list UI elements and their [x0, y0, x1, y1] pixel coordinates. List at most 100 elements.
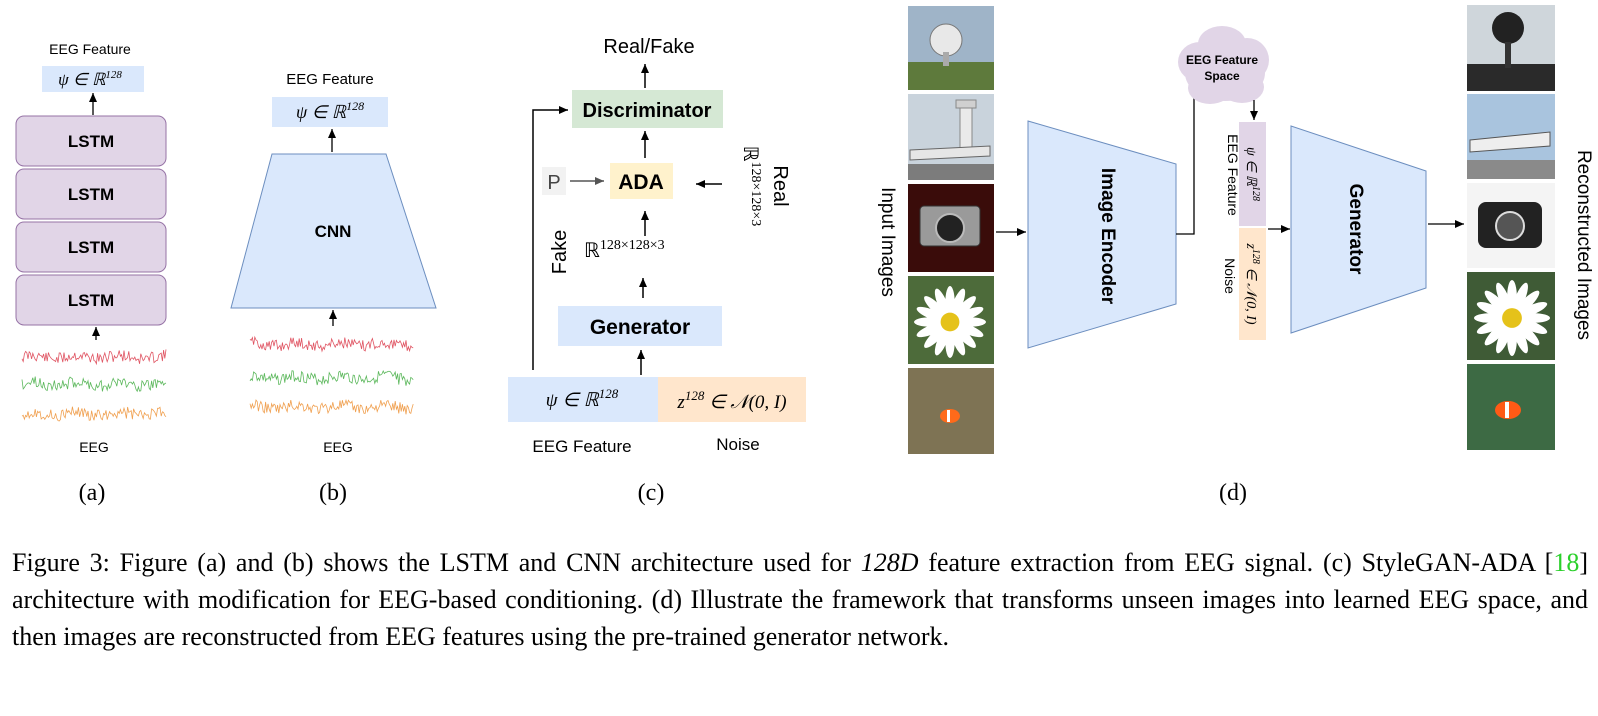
real-fake-label: Real/Fake	[603, 36, 694, 58]
real-dim-label: ℝ128×128×3	[739, 146, 763, 227]
d-noise-dist-label: z128 ∈ 𝒩(0, I)	[1243, 242, 1261, 324]
panel-a: EEG Feature ψ ∈ ℝ128 LSTM LSTM LSTM LSTM…	[15, 41, 167, 506]
lstm-label-2: LSTM	[68, 185, 114, 204]
p-box	[542, 167, 566, 195]
eeg-trace-red	[21, 349, 167, 366]
lstm-block-2	[15, 168, 167, 220]
reconstructed-image-clownfish	[1467, 364, 1555, 450]
lstm-block-4	[15, 274, 167, 326]
image-encoder-trapezoid	[1027, 120, 1177, 349]
eeg-trace-orange	[249, 398, 414, 415]
fake-dim-label: ℝ128×128×3	[584, 238, 665, 262]
panel-a-psi-label: ψ ∈ ℝ128	[58, 69, 122, 89]
lstm-label-3: LSTM	[68, 238, 114, 257]
reconstructed-daisy-petal	[1512, 282, 1528, 315]
reconstructed-daisy-petal	[1484, 320, 1510, 346]
d-generator-trapezoid	[1290, 125, 1427, 334]
d-generator-label: Generator	[1345, 184, 1366, 275]
input-daisy-petal	[916, 306, 947, 322]
panel-c-tag: (c)	[638, 480, 665, 506]
lstm-block-3	[15, 221, 167, 273]
panel-b-feature-title: EEG Feature	[286, 71, 374, 88]
fake-label: Fake	[549, 230, 571, 274]
reconstructed-daisy-petal	[1484, 290, 1510, 316]
input-daisy-petal	[934, 325, 950, 356]
reconstructed-image-daisy	[1467, 272, 1555, 360]
reconstructed-image-radio-telescope	[1467, 5, 1555, 91]
eeg-feature-space-cloud	[1178, 26, 1269, 104]
generator-block	[558, 306, 722, 346]
input-daisy-petal	[953, 306, 984, 322]
panel-a-psi-box	[42, 66, 144, 92]
ada-block	[610, 163, 673, 199]
psi-input-label: ψ ∈ ℝ128	[546, 386, 619, 411]
input-daisy-petal	[952, 324, 976, 348]
reconstructed-daisy-petal	[1515, 318, 1548, 334]
panel-b-eeg-label: EEG	[323, 439, 353, 455]
panel-a-eeg-signals	[21, 349, 167, 422]
panel-a-feature-title: EEG Feature	[49, 41, 131, 57]
lstm-label-1: LSTM	[68, 132, 114, 151]
reconstructed-images-label: Reconstructed Images	[1573, 150, 1594, 340]
cnn-trapezoid	[230, 153, 437, 309]
reconstructed-daisy-petal	[1476, 302, 1509, 318]
eeg-trace-green	[249, 370, 414, 386]
panel-d-tag: (d)	[1219, 480, 1247, 506]
discriminator-block	[572, 90, 723, 128]
panel-b-psi-box	[272, 97, 388, 127]
eeg-feature-caption: EEG Feature	[532, 437, 631, 456]
input-daisy-petal	[924, 324, 948, 348]
input-image-clownfish	[908, 368, 994, 454]
cloud-label-line1: EEG Feature	[1186, 53, 1258, 67]
panel-c: Real/Fake Discriminator ADA P Real ℝ128×…	[508, 36, 806, 506]
d-eeg-feature-label: EEG Feature	[1225, 134, 1241, 216]
input-daisy-petal	[950, 288, 966, 319]
panel-b-psi-label: ψ ∈ ℝ128	[296, 99, 364, 122]
ada-label: ADA	[618, 171, 664, 194]
input-images-label: Input Images	[877, 187, 898, 297]
p-label: P	[547, 172, 560, 194]
reconstructed-daisy-petal	[1514, 290, 1540, 316]
lstm-block-1	[15, 115, 167, 167]
d-noise-box	[1239, 228, 1266, 340]
reconstructed-daisy-petal	[1496, 321, 1512, 354]
input-daisy-petal	[953, 322, 984, 338]
d-psi-label: ψ ∈ ℝ128	[1243, 147, 1261, 201]
d-noise-label: Noise	[1222, 258, 1238, 294]
reconstructed-daisy-center	[1502, 308, 1522, 328]
input-image-daisy	[908, 276, 994, 364]
eeg-trace-green	[21, 376, 167, 393]
panel-b-tag: (b)	[319, 480, 347, 506]
panel-b: EEG Feature ψ ∈ ℝ128 CNN EEG (b)	[230, 71, 437, 506]
cnn-label: CNN	[315, 222, 352, 241]
reconstructed-image-camera	[1467, 183, 1555, 268]
caption-math: 128D	[860, 548, 919, 577]
input-image-camera	[908, 184, 994, 272]
encoder-to-cloud-arrow	[1176, 78, 1198, 235]
image-encoder-label: Image Encoder	[1097, 168, 1118, 305]
input-daisy-petal	[952, 296, 976, 320]
cloud-label-line2: Space	[1204, 69, 1240, 83]
input-daisy-center	[940, 312, 960, 332]
panel-a-eeg-label: EEG	[79, 439, 109, 455]
lstm-label-4: LSTM	[68, 291, 114, 310]
caption-citation-link[interactable]: 18	[1553, 548, 1580, 577]
generator-label: Generator	[590, 316, 690, 339]
panel-d: Input Images	[877, 5, 1594, 506]
reconstructed-daisy-petal	[1515, 302, 1548, 318]
d-psi-box	[1239, 122, 1266, 226]
feature-skip-arrow	[532, 106, 568, 370]
psi-input-box	[508, 377, 658, 422]
panel-b-eeg-signals	[249, 335, 414, 415]
noise-input-label: z128 ∈ 𝒩(0, I)	[676, 388, 786, 413]
reconstructed-image-airplane	[1467, 94, 1555, 179]
input-daisy-petal	[924, 296, 948, 320]
eeg-trace-red	[249, 335, 414, 353]
caption-part-1: Figure 3: Figure (a) and (b) shows the L…	[12, 548, 861, 577]
reconstructed-daisy-petal	[1514, 320, 1540, 346]
caption-part-3: ] architecture with modification for EEG…	[12, 548, 1589, 651]
input-image-airplane	[908, 94, 994, 180]
caption-part-2: feature extraction from EEG signal. (c) …	[918, 548, 1554, 577]
discriminator-label: Discriminator	[583, 100, 712, 122]
